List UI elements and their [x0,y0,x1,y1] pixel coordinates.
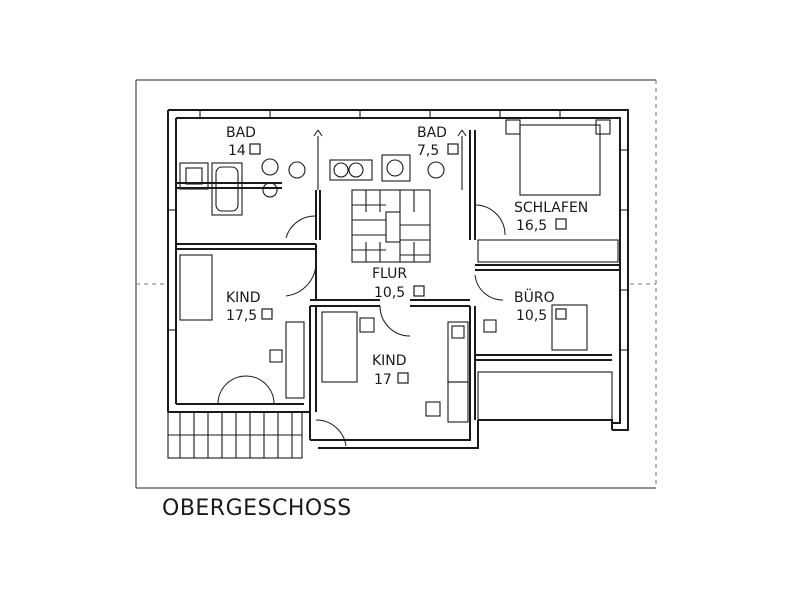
room-label-kind-1: KIND 17,5 [226,290,273,324]
svg-text:SCHLAFEN: SCHLAFEN [514,200,588,216]
svg-text:10,5: 10,5 [516,308,547,324]
staircase [351,189,431,263]
svg-text:BÜRO: BÜRO [514,288,555,306]
room-label-schlafen: SCHLAFEN 16,5 [514,200,588,234]
svg-text:17: 17 [374,372,392,388]
svg-text:14: 14 [228,143,246,159]
svg-text:10,5: 10,5 [374,285,405,301]
svg-text:KIND: KIND [226,290,261,306]
room-label-flur: FLUR 10,5 [372,266,425,301]
svg-text:7,5: 7,5 [417,143,439,159]
room-label-bad-2: BAD 7,5 [417,125,459,159]
room-label-buero: BÜRO 10,5 [514,288,567,324]
plan-title: OBERGESCHOSS [162,496,352,521]
svg-text:FLUR: FLUR [372,266,407,282]
doors [167,204,506,459]
svg-text:BAD: BAD [417,125,447,141]
room-label-kind-2: KIND 17 [372,353,409,388]
svg-text:16,5: 16,5 [516,218,547,234]
bedroom-furniture [179,119,619,423]
svg-text:BAD: BAD [226,125,256,141]
svg-text:17,5: 17,5 [226,308,257,324]
bathroom-fixtures [179,129,467,216]
svg-text:KIND: KIND [372,353,407,369]
room-label-bad-1: BAD 14 [226,125,261,159]
drawing-frame [135,79,657,489]
interior-walls [176,130,620,440]
